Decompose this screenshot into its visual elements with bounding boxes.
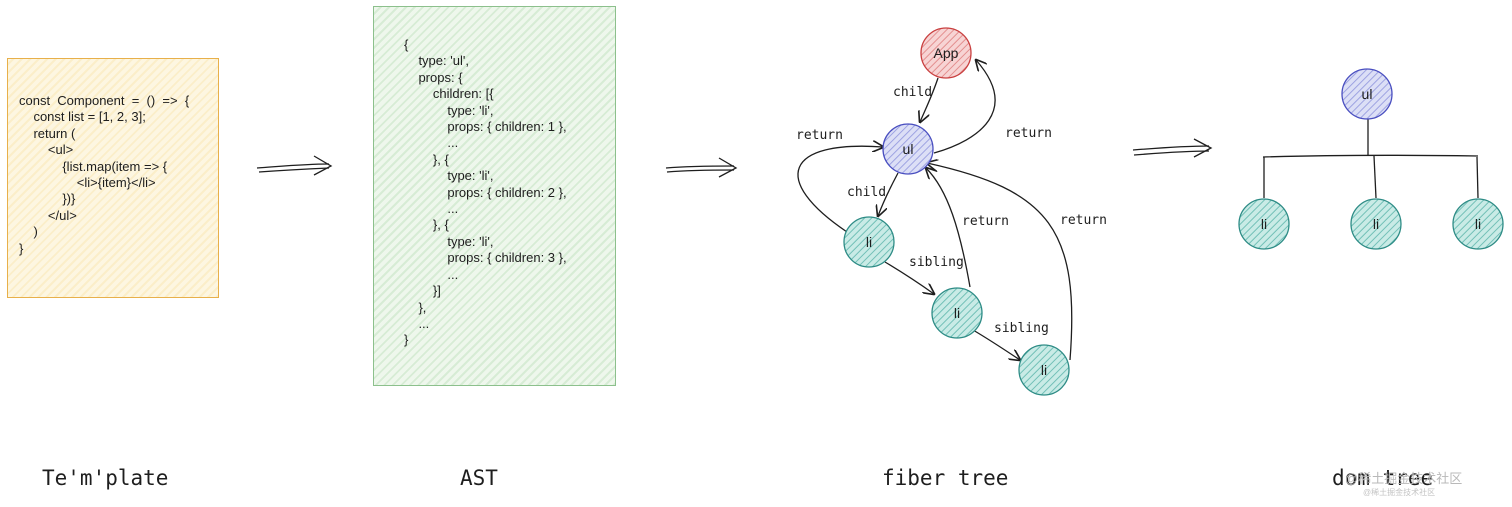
edge-return-li2-ul (926, 168, 971, 288)
svg-text:li: li (1373, 216, 1379, 232)
arrow-ast-to-fiber (665, 157, 738, 178)
label-child-app-ul: child (893, 85, 932, 100)
dom-node-li-1: li (1238, 198, 1290, 250)
svg-text:ul: ul (903, 141, 914, 157)
template-panel: const Component = () => { const list = [… (7, 58, 219, 298)
caption-template: Te'm'plate (42, 466, 169, 490)
svg-text:App: App (934, 45, 959, 61)
edge-child-ul-li (878, 172, 899, 216)
caption-ast: AST (460, 466, 498, 490)
edge-return-li1-ul (797, 146, 883, 233)
dom-node-li-2: li (1350, 198, 1402, 250)
fiber-node-li-2: li (931, 287, 983, 339)
edge-return-li3-ul (927, 163, 1073, 361)
edge-sibling-li1-li2 (884, 261, 934, 294)
dom-node-li-3: li (1452, 198, 1504, 250)
watermark: @稀土掘金技术社区 (1345, 471, 1463, 486)
svg-text:li: li (1041, 362, 1047, 378)
template-code: const Component = () => { const list = [… (19, 93, 190, 256)
svg-text:ul: ul (1362, 86, 1373, 102)
label-return-li3-ul: return (1060, 213, 1107, 228)
dom-edge-li-2 (1373, 155, 1377, 199)
edge-sibling-li2-li3 (972, 329, 1020, 360)
dom-edge-bar (1262, 154, 1479, 158)
dom-edge-li-3 (1476, 156, 1479, 199)
arrow-fiber-to-dom (1132, 138, 1213, 158)
svg-text:li: li (1475, 216, 1481, 232)
arrow-template-to-ast (256, 155, 333, 176)
caption-dom-tree: dom tree (1332, 466, 1434, 490)
caption-fiber-tree: fiber tree (882, 466, 1009, 490)
watermark-sub: @稀土掘金技术社区 (1363, 488, 1436, 497)
ast-panel: { type: 'ul', props: { children: [{ type… (373, 6, 616, 386)
label-sibling-li2-li3: sibling (994, 321, 1049, 336)
ast-code: { type: 'ul', props: { children: [{ type… (404, 37, 567, 348)
edge-child-app-ul (920, 77, 939, 122)
fiber-node-li-1: li (843, 216, 895, 268)
fiber-node-app: App (920, 27, 972, 79)
dom-node-ul: ul (1341, 68, 1393, 120)
label-sibling-li1-li2: sibling (909, 255, 964, 270)
svg-text:li: li (866, 234, 872, 250)
svg-text:li: li (1261, 216, 1267, 232)
edge-return-ul-app (933, 60, 996, 154)
fiber-node-li-3: li (1018, 344, 1070, 396)
label-return-ul-app: return (1005, 126, 1052, 141)
fiber-node-ul: ul (882, 123, 934, 175)
svg-text:li: li (954, 305, 960, 321)
label-child-ul-li: child (847, 185, 886, 200)
label-return-li1-ul: return (796, 128, 843, 143)
label-return-li2-ul: return (962, 214, 1009, 229)
